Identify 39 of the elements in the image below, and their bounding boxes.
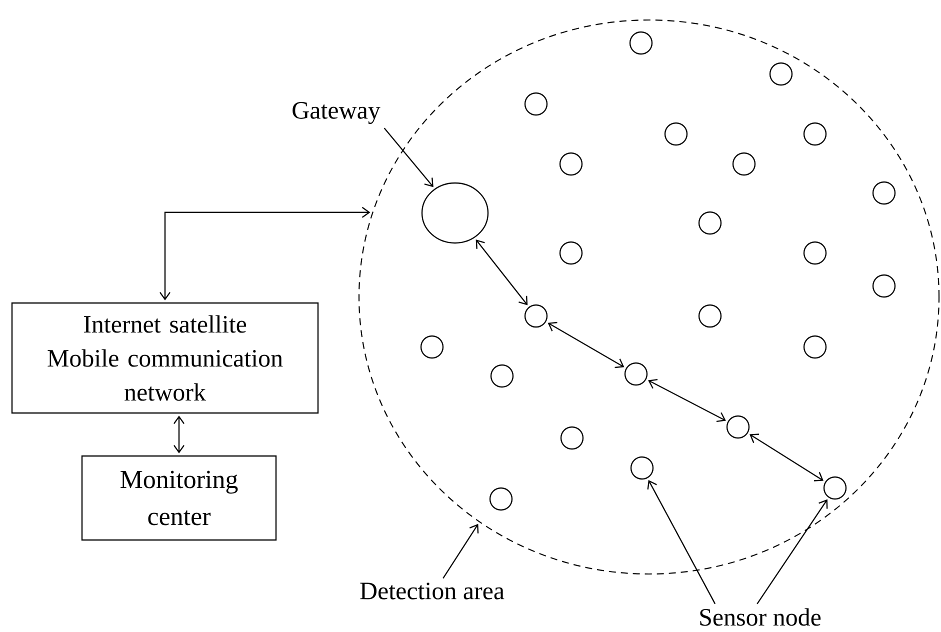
sensor-node-circle <box>630 456 654 480</box>
sensor-node-circle <box>560 426 584 450</box>
arrow <box>648 378 726 422</box>
sensor-node-circle <box>524 92 548 116</box>
sensor-node-circle <box>490 364 514 388</box>
sensor-node-circle <box>732 152 756 176</box>
sensor-node-circle <box>698 304 722 328</box>
arrow <box>476 239 528 306</box>
leader-line <box>384 128 434 188</box>
arrow <box>174 416 184 454</box>
sensor-node-circle <box>420 335 444 359</box>
sensor-node-circle <box>872 274 896 298</box>
gateway-circle <box>421 182 489 244</box>
sensor-node-circle <box>698 211 722 235</box>
sensor-node-circle <box>559 241 583 265</box>
sensor-node-circle <box>624 362 648 386</box>
arrow <box>548 322 624 368</box>
sensor-node-circle <box>803 335 827 359</box>
network-box: Internet satellite Mobile communication network <box>11 302 319 414</box>
monitoring-center-box: Monitoring center <box>81 455 277 541</box>
arrow <box>750 434 824 482</box>
arrow <box>160 206 370 300</box>
sensor-node-circle <box>489 487 513 511</box>
sensor-node-circle <box>726 415 750 439</box>
sensor-node-circle <box>664 122 688 146</box>
sensor-node-label: Sensor node <box>700 608 821 626</box>
leader-line <box>647 480 716 604</box>
sensor-node-circle <box>769 62 793 86</box>
sensor-node-circle <box>872 181 896 205</box>
sensor-node-circle <box>524 304 548 328</box>
leader-line <box>756 499 828 604</box>
sensor-node-circle <box>823 476 847 500</box>
sensor-node-circle <box>559 152 583 176</box>
detection-area-label: Detection area <box>360 582 504 600</box>
gateway-label: Gateway <box>292 102 380 124</box>
sensor-node-circle <box>803 241 827 265</box>
leader-line <box>442 524 479 579</box>
sensor-node-circle <box>629 31 653 55</box>
sensor-node-circle <box>803 122 827 146</box>
